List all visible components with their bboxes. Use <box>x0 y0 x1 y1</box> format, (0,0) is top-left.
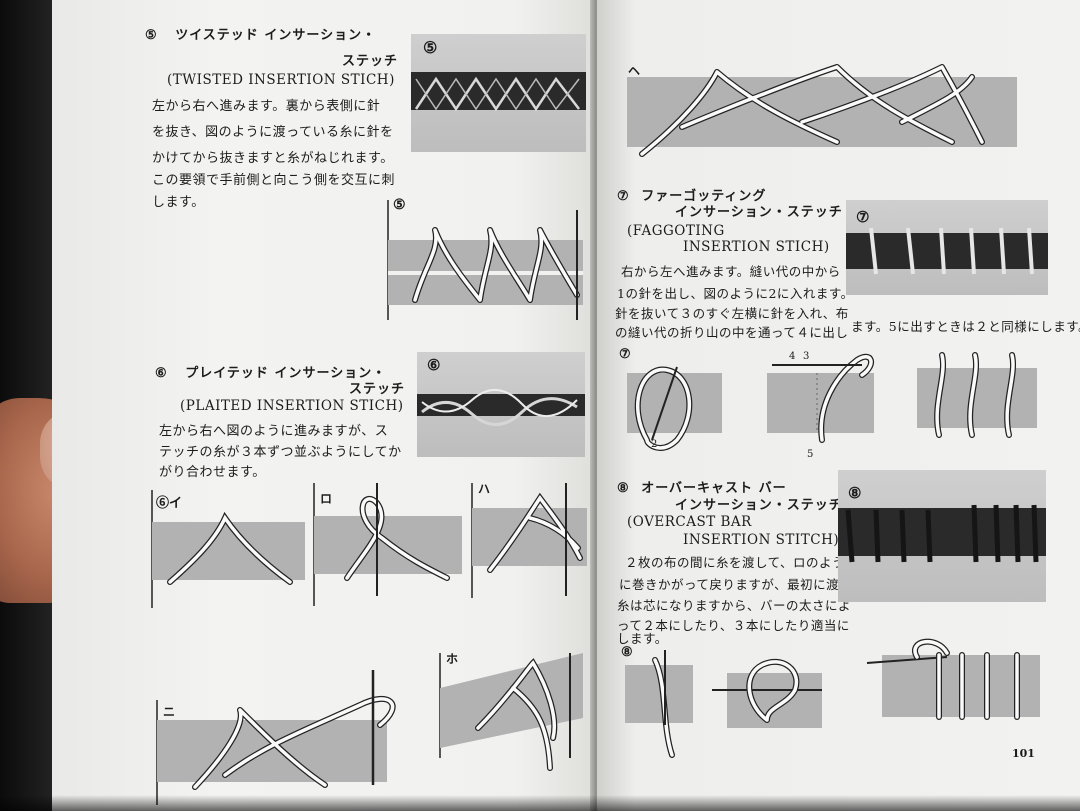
body-line: します。 <box>152 195 205 210</box>
body-line: の縫い代の折り山の中を通って４に出し <box>615 325 849 340</box>
body-line: に巻きかがって戻りますが、最初に渡す <box>619 577 853 592</box>
body-line: します。 <box>617 631 668 646</box>
figure-7-num-5: 5 <box>807 449 814 460</box>
plaited-diagram-i: ⑥イ <box>150 480 310 610</box>
body-line: かけてから抜きますと糸がねじれます。 <box>152 151 394 166</box>
body-line: この要領で手前側と向こう側を交互に刺 <box>152 173 396 188</box>
section-5-title-en: (TWISTED INSERTION STICH) <box>167 72 395 88</box>
section-5-number: ⑤ <box>145 28 158 43</box>
right-page: ヘ ⑦ ファーゴッティング インサーション・ステッチ (FAGGOTING IN… <box>597 0 1080 811</box>
plaited-diagram-ha: ハ <box>470 478 592 600</box>
section-7-title-en-1: (FAGGOTING <box>627 223 725 239</box>
section-8-title: ⑧ オーバーキャスト バー <box>617 477 787 496</box>
section-5-title: ⑤ ツイステッド インサーション・ <box>145 24 376 43</box>
figure-label-6-ho: ホ <box>446 652 459 666</box>
plaited-stitch-photo: ⑥ <box>417 352 585 457</box>
section-6-title-jp: プレイテッド インサーション・ <box>185 366 387 381</box>
figure-label-6-he: ヘ <box>628 64 641 78</box>
section-6-title: ⑥ プレイテッド インサーション・ <box>155 362 386 381</box>
figure-label-6-ni: ニ <box>163 705 176 719</box>
plaited-diagram-ho: ホ <box>438 648 588 788</box>
figure-7-num-4: 4 <box>789 351 796 362</box>
twisted-stitch-photo: ⑤ <box>411 34 586 152</box>
faggoting-stitch-photo: ⑦ <box>846 200 1048 295</box>
photo-label-6: ⑥ <box>427 356 441 374</box>
photo-label-5: ⑤ <box>423 38 438 57</box>
section-8-title-en-2: INSERTION STITCH) <box>683 532 840 548</box>
body-line: ます。5に出すときは２と同様にします。 <box>851 319 1080 334</box>
photo-label-8: ⑧ <box>848 484 862 502</box>
section-8-title-en-1: (OVERCAST BAR <box>627 514 752 530</box>
bottom-edge <box>0 795 1080 811</box>
figure-label-5: ⑤ <box>393 197 406 213</box>
plaited-diagram-he: ヘ <box>622 62 1022 162</box>
figure-label-6-i: ⑥イ <box>156 496 183 511</box>
body-line: 左から右へ進みます。裏から表側に針 <box>152 99 381 114</box>
plaited-diagram-ro: ロ <box>312 478 467 608</box>
body-line: 針を抜いて３のすぐ左横に針を入れ、布 <box>615 306 849 321</box>
section-8-title-jp: オーバーキャスト バー <box>641 481 787 496</box>
left-page: ⑤ ツイステッド インサーション・ ステッチ (TWISTED INSERTIO… <box>52 0 596 811</box>
body-line: テッチの糸が３本ずつ並ぶようにしてか <box>159 445 402 460</box>
overcast-bar-stitch-photo: ⑧ <box>838 470 1046 602</box>
body-line: 糸は芯になりますから、バーの太さによ <box>617 598 852 613</box>
faggoting-diagram: ⑦ 2 4 3 5 <box>617 345 1057 460</box>
section-8-number: ⑧ <box>617 481 630 496</box>
body-line: 右から左へ進みます。縫い代の中から <box>621 264 841 279</box>
section-5-title-jp-2: ステッチ <box>342 54 399 69</box>
figure-label-8: ⑧ <box>621 645 633 660</box>
section-6-title-en: (PLAITED INSERTION STICH) <box>180 398 404 414</box>
section-5-title-jp: ツイステッド インサーション・ <box>175 28 377 43</box>
section-7-number: ⑦ <box>617 189 630 204</box>
body-line: がり合わせます。 <box>159 465 266 480</box>
figure-label-7: ⑦ <box>619 347 631 362</box>
body-line: 1の針を出し、図のように2に入れます。 <box>617 286 854 301</box>
photo-label-7: ⑦ <box>856 208 870 226</box>
plaited-diagram-ni: ニ <box>155 665 405 805</box>
body-line: って２本にしたり、３本にしたり適当に <box>617 618 850 633</box>
figure-label-6-ro: ロ <box>320 492 333 506</box>
section-7-title-en-2: INSERTION STICH) <box>683 239 830 255</box>
body-line: を抜き、図のように渡っている糸に針を <box>152 125 394 140</box>
figure-7-num-2: 2 <box>651 439 658 450</box>
section-8-title-jp-2: インサーション・ステッチ <box>675 498 843 513</box>
figure-7-num-3: 3 <box>803 351 810 362</box>
twisted-stitch-diagram: ⑤ <box>385 195 595 325</box>
section-6-number: ⑥ <box>155 366 168 381</box>
section-7-title-jp-2: インサーション・ステッチ <box>675 205 843 220</box>
body-line: ２枚の布の間に糸を渡して、ロのよう <box>625 555 846 570</box>
overcast-bar-diagram: ⑧ <box>617 638 1047 765</box>
page-number: 101 <box>1012 747 1035 760</box>
figure-label-6-ha: ハ <box>478 482 491 496</box>
section-7-title: ⑦ ファーゴッティング <box>617 185 766 204</box>
section-7-title-jp: ファーゴッティング <box>641 189 767 204</box>
body-line: 左から右へ図のように進みますが、ス <box>159 424 389 439</box>
section-6-title-jp-2: ステッチ <box>349 382 406 397</box>
